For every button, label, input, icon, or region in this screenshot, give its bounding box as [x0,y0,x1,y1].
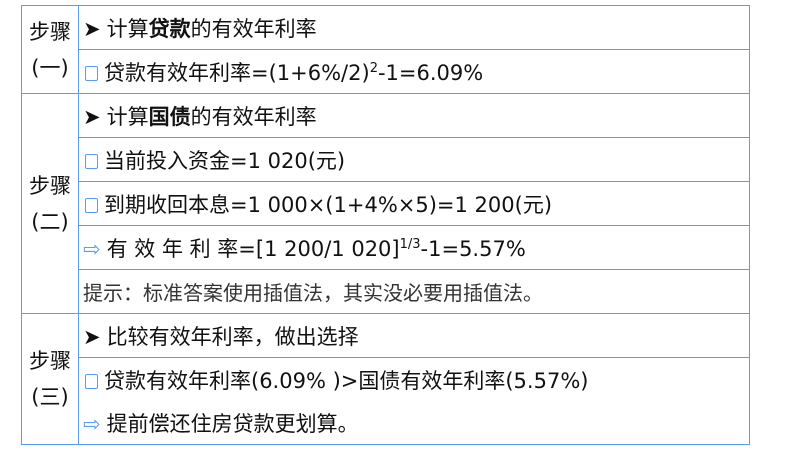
table-row: 到期收回本息=1 000×(1+4%×5)=1 200(元) [22,181,750,226]
table-row: 贷款有效年利率=(1+6%/2)2-1=6.09% [22,49,750,94]
text: 计算 [106,104,149,129]
square-icon [85,197,98,213]
text: 比较有效年利率，做出选择 [106,324,359,349]
step-2-label: 步骤 (二) [21,93,79,314]
step-number: (三) [31,385,69,409]
text-bold: 贷款 [148,16,191,41]
step-word: 步骤 [29,173,71,198]
superscript: 1/3 [399,236,421,252]
cell: 当前投入资金=1 020(元) [78,137,750,182]
arrowhead-icon: ➤ [83,16,101,41]
step-word: 步骤 [29,19,71,44]
text: 当前投入资金=1 020(元) [104,148,346,173]
step-number: (二) [31,209,69,234]
step-number: (一) [31,55,69,80]
steps-table: 步骤(一) ➤计算贷款的有效年利率 贷款有效年利率=(1+6%/2)2-1=6.… [21,5,750,445]
cell: ⇨提前偿还住房贷款更划算。 [78,401,750,445]
table-row: ⇨有 效 年 利 率=[1 200/1 020]1/3-1=5.57% [22,225,750,270]
text: 的有效年利率 [190,104,317,129]
loan-rate-formula: 贷款有效年利率=(1+6%/2)2-1=6.09% [78,49,750,94]
cell: 到期收回本息=1 000×(1+4%×5)=1 200(元) [78,181,750,226]
text: 到期收回本息=1 000×(1+4%×5)=1 200(元) [104,192,553,217]
text: 计算 [106,16,149,41]
text: 贷款有效年利率(6.09% )>国债有效年利率(5.57%) [104,368,589,393]
square-icon [85,373,98,389]
step-1-label: 步骤 (一) [21,5,79,94]
text: -1=6.09% [377,60,484,85]
step-3-label: 步骤 (三) [21,313,79,445]
table-row: 贷款有效年利率(6.09% )>国债有效年利率(5.57%) [22,357,750,401]
table-row: 步骤 (三) ➤比较有效年利率，做出选择 [21,313,750,445]
arrowhead-icon: ➤ [83,104,101,129]
text: 的有效年利率 [190,16,317,41]
step-1-heading: ➤计算贷款的有效年利率 [78,5,750,50]
cell: ⇨有 效 年 利 率=[1 200/1 020]1/3-1=5.57% [78,225,750,270]
superscript: 2 [369,60,378,76]
arrowhead-icon: ➤ [83,324,101,349]
table-row: 步骤 (一) ➤计算贷款的有效年利率 [21,5,750,94]
cell: 贷款有效年利率(6.09% )>国债有效年利率(5.57%) [78,357,750,401]
text: 贷款有效年利率=(1+6%/2) [104,60,370,85]
arrow-right-icon: ⇨ [83,411,101,436]
text: 提前偿还住房贷款更划算。 [106,411,359,436]
table-row: 步骤 (二) ➤计算国债的有效年利率 [21,93,750,314]
text-bold: 国债 [148,104,191,129]
cell: ➤比较有效年利率，做出选择 [78,313,750,358]
text: 有 效 年 利 率=[1 200/1 020] [106,236,400,261]
hint: 提示：标准答案使用插值法，其实没必要用插值法。 [78,269,750,314]
table-row: 当前投入资金=1 020(元) [22,137,750,182]
table-row: 提示：标准答案使用插值法，其实没必要用插值法。 [22,269,750,314]
step-word: 步骤 [29,349,71,373]
square-icon [85,65,98,81]
text: -1=5.57% [420,236,526,261]
step-2-heading: ➤计算国债的有效年利率 [78,93,750,138]
square-icon [85,153,98,169]
arrow-right-icon: ⇨ [83,236,101,261]
table-row: ⇨提前偿还住房贷款更划算。 [22,401,750,445]
